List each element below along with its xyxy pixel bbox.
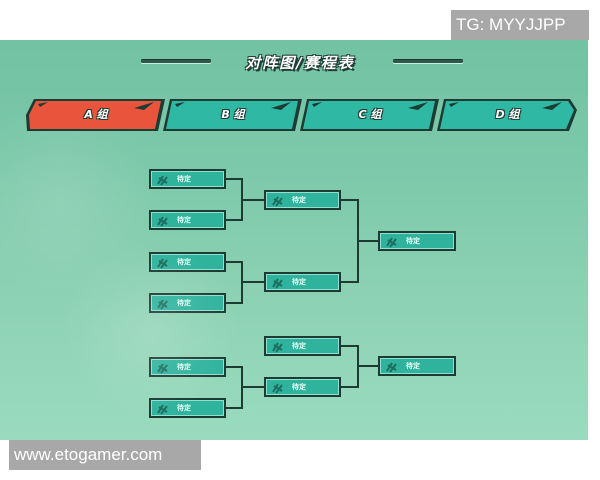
watermark-telegram: TG: MYYJJPP	[451, 10, 589, 40]
team-name: 待定	[292, 196, 306, 204]
connector-line	[225, 302, 242, 304]
team-name: 待定	[292, 278, 306, 286]
page-title: 对阵图/赛程表	[245, 54, 355, 72]
team-name: 待定	[177, 216, 191, 224]
match-slot[interactable]: 待定	[149, 398, 226, 418]
team-name: 待定	[292, 383, 306, 391]
connector-line	[225, 407, 242, 409]
team-logo-icon	[272, 383, 283, 394]
match-slot[interactable]: 待定	[264, 336, 341, 356]
connector-line	[357, 365, 379, 367]
connector-line	[225, 219, 242, 221]
match-slot[interactable]: 待定	[149, 252, 226, 272]
team-logo-icon	[157, 299, 168, 310]
team-name: 待定	[406, 362, 420, 370]
team-logo-icon	[157, 404, 168, 415]
team-logo-icon	[386, 362, 397, 373]
connector-line	[241, 281, 264, 283]
title-divider-right	[393, 60, 463, 63]
match-slot[interactable]: 待定	[149, 293, 226, 313]
match-slot[interactable]: 待定	[149, 210, 226, 230]
connector-line	[241, 199, 264, 201]
team-name: 待定	[177, 299, 191, 307]
team-name: 待定	[177, 175, 191, 183]
team-logo-icon	[272, 196, 283, 207]
connector-line	[225, 261, 242, 263]
connector-line	[241, 386, 264, 388]
team-name: 待定	[177, 404, 191, 412]
tab-label: A 组	[84, 108, 108, 121]
team-name: 待定	[406, 237, 420, 245]
connector-line	[225, 366, 242, 368]
connector-line	[340, 345, 358, 347]
tab-label: B 组	[221, 108, 245, 121]
tab-label: D 组	[495, 108, 520, 121]
match-slot[interactable]: 待定	[149, 169, 226, 189]
match-slot[interactable]: 待定	[378, 231, 456, 251]
tab-shape-icon	[26, 99, 165, 131]
team-logo-icon	[386, 237, 397, 248]
match-slot[interactable]: 待定	[378, 356, 456, 376]
match-slot[interactable]: 待定	[264, 190, 341, 210]
tab-group-b[interactable]: B 组	[163, 98, 303, 132]
team-logo-icon	[157, 363, 168, 374]
match-slot[interactable]: 待定	[149, 357, 226, 377]
tab-group-d[interactable]: D 组	[437, 98, 578, 132]
team-logo-icon	[157, 175, 168, 186]
match-slot[interactable]: 待定	[264, 272, 341, 292]
team-name: 待定	[292, 342, 306, 350]
match-slot[interactable]: 待定	[264, 377, 341, 397]
team-name: 待定	[177, 258, 191, 266]
tab-shape-icon	[437, 99, 577, 131]
tab-label: C 组	[358, 108, 382, 121]
bracket-poster: 对阵图/赛程表 A 组 B 组	[0, 40, 588, 440]
tab-shape-icon	[300, 99, 439, 131]
header: 对阵图/赛程表	[0, 52, 588, 72]
team-logo-icon	[157, 258, 168, 269]
title-divider-left	[141, 60, 211, 63]
connector-line	[340, 199, 358, 201]
team-logo-icon	[272, 278, 283, 289]
connector-line	[357, 240, 379, 242]
team-logo-icon	[272, 342, 283, 353]
tab-group-a[interactable]: A 组	[26, 98, 166, 132]
group-tabs: A 组 B 组 C 组	[26, 98, 578, 132]
tab-group-c[interactable]: C 组	[300, 98, 440, 132]
watermark-website: www.etogamer.com	[9, 440, 201, 470]
connector-line	[340, 281, 358, 283]
connector-line	[340, 386, 358, 388]
team-name: 待定	[177, 363, 191, 371]
tab-shape-icon	[163, 99, 302, 131]
team-logo-icon	[157, 216, 168, 227]
connector-line	[225, 178, 242, 180]
